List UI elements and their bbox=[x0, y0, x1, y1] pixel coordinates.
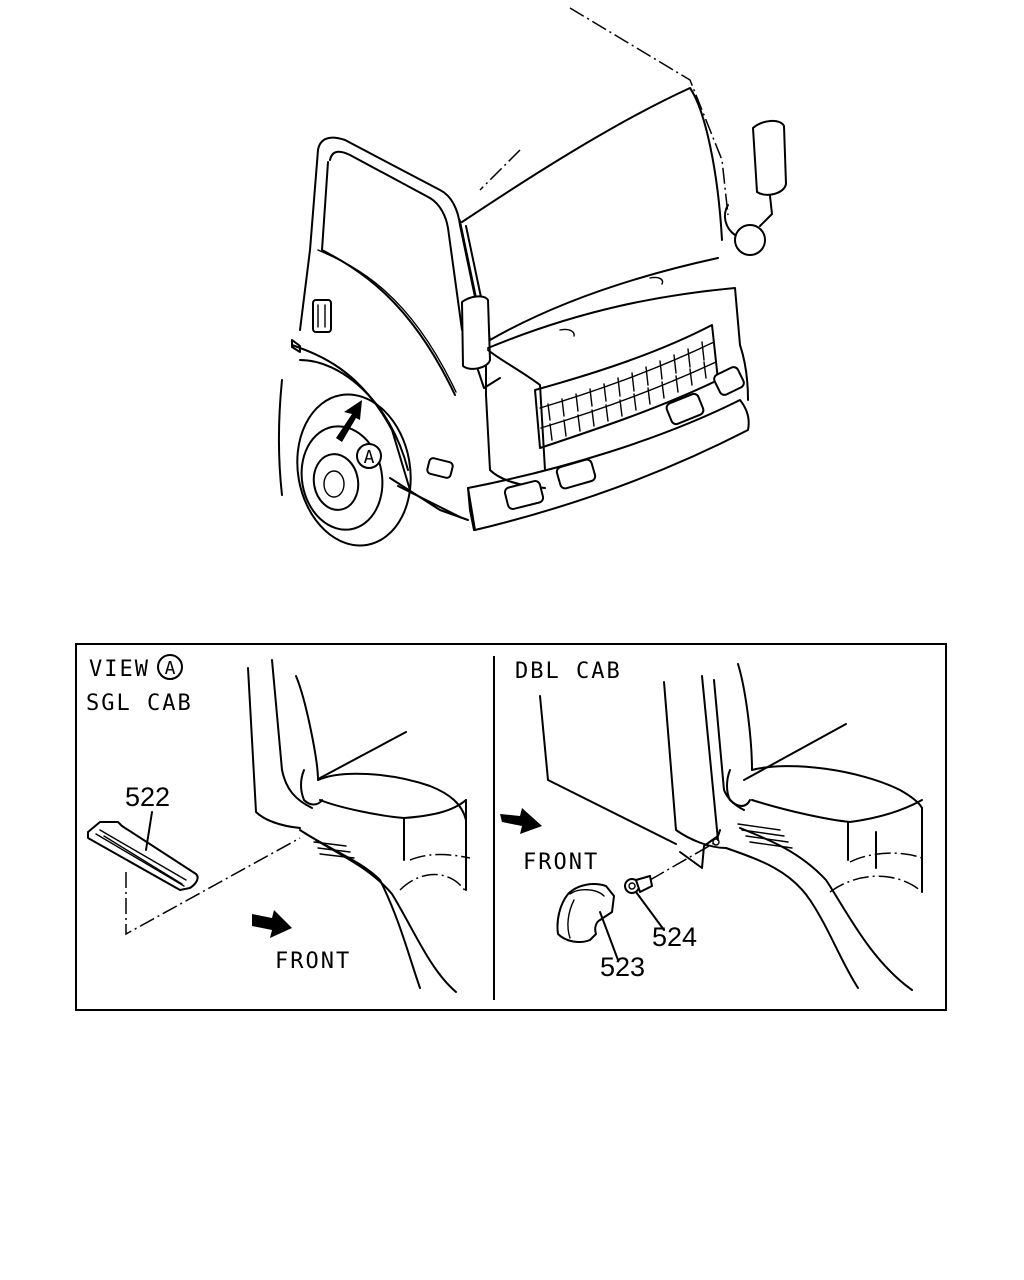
dbl-cab-panel: DBL CAB FRONT 523 bbox=[500, 659, 923, 991]
view-ref-label: A bbox=[165, 658, 176, 679]
view-label: VIEW bbox=[89, 657, 150, 682]
part-522-scuff-plate bbox=[87, 821, 199, 891]
sgl-cab-panel: VIEW A SGL CAB 522 FRONT bbox=[86, 654, 471, 993]
part-523-label: 523 bbox=[600, 952, 645, 982]
view-ref-marker: A bbox=[157, 654, 183, 680]
view-direction-arrow bbox=[336, 400, 362, 442]
front-label-left: FRONT bbox=[275, 949, 351, 974]
part-523-step-cover bbox=[556, 883, 615, 943]
sgl-cab-label: SGL CAB bbox=[86, 691, 193, 716]
front-label-right: FRONT bbox=[523, 850, 599, 875]
callout-a-marker: A bbox=[356, 443, 382, 469]
part-524-label: 524 bbox=[652, 922, 697, 952]
part-522-label: 522 bbox=[125, 782, 170, 812]
part-524-clip bbox=[624, 875, 653, 894]
front-arrow-left bbox=[252, 910, 292, 938]
front-arrow-right bbox=[500, 808, 542, 834]
truck-cab-illustration: A bbox=[278, 7, 787, 547]
dbl-cab-label: DBL CAB bbox=[515, 659, 622, 684]
callout-a-label: A bbox=[364, 447, 375, 468]
grille-slats bbox=[547, 341, 707, 441]
detail-frame bbox=[75, 643, 947, 1011]
